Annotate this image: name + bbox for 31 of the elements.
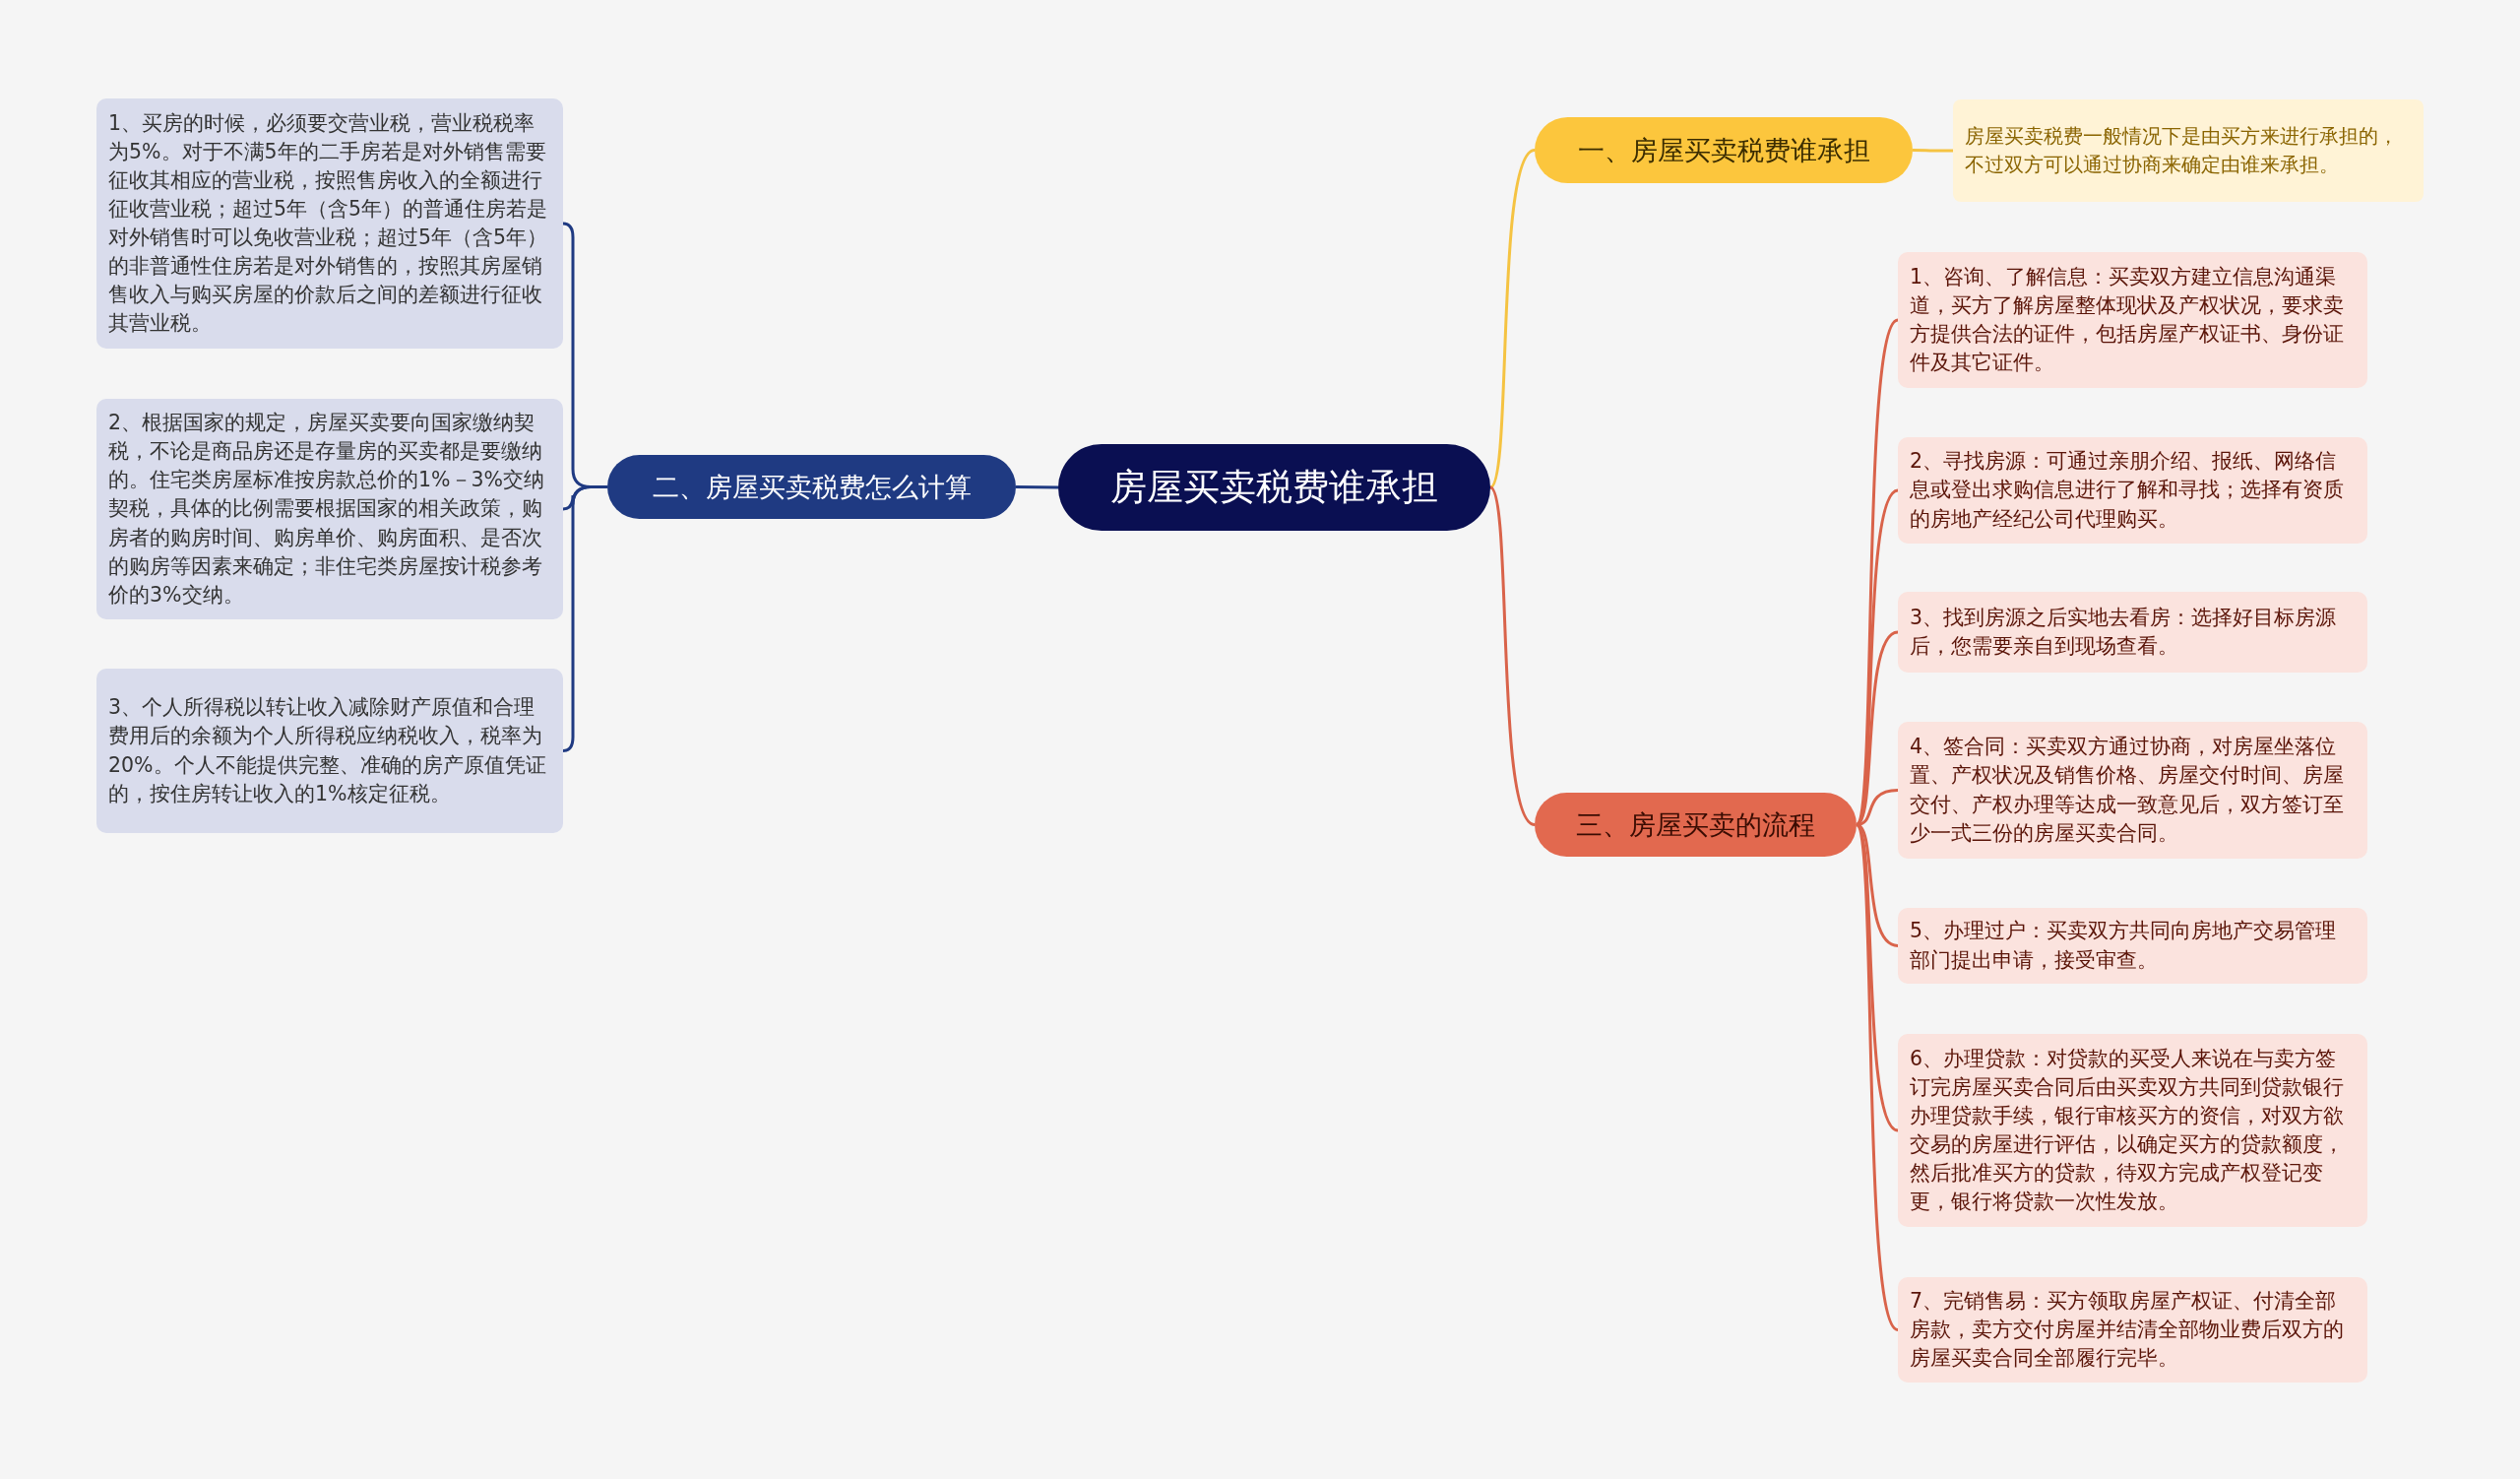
topic-text: 一、房屋买卖税费谁承担 xyxy=(1577,133,1870,167)
note-text: 5、办理过户：买卖双方共同向房地产交易管理部门提出申请，接受审查。 xyxy=(1910,918,2338,974)
note-card xyxy=(1898,908,2367,984)
topic-text: 房屋买卖税费谁承担 xyxy=(1110,465,1438,510)
note-card xyxy=(1953,99,2424,202)
note-text: 2、根据国家的规定，房屋买卖要向国家缴纳契税，不论是商品房还是存量房的买卖都是要缴纳的。住宅类房屋标准按房款总价的1%－3%交纳契税，具体的比例需要根据国家的相关政策，购房者的购房时间、购房单价、购房面积、是否次的购房等因素来确定；非住宅类房屋按计税参考价的3%交纳。 xyxy=(108,410,546,609)
note-card xyxy=(96,669,563,833)
connector-line xyxy=(1913,149,1953,153)
note-text: 6、办理贷款：对贷款的买受人来说在与卖方签订完房屋买卖合同后由买卖双方共同到贷款银行办理贷款手续，银行审核买方的资信，对双方欲交易的房屋进行评估，以确定买方的贷款额度，然后批准买方的贷款，待双方完成产权登记变更，银行将贷款一次性发放。 xyxy=(1910,1045,2345,1216)
connector-line xyxy=(562,485,607,752)
note-card xyxy=(1898,252,2367,388)
topic-text: 三、房屋买卖的流程 xyxy=(1576,807,1815,842)
note-text: 4、签合同：买卖双方通过协商，对房屋坐落位置、产权状况及销售价格、房屋交付时间、房屋交付、产权办理等达成一致意见后，双方签订至少一式三份的房屋买卖合同。 xyxy=(1910,734,2345,847)
note-text: 3、找到房源之后实地去看房：选择好目标房源后，您需要亲自到现场查看。 xyxy=(1910,604,2338,660)
note-card xyxy=(96,399,563,619)
note-card xyxy=(1898,1034,2367,1227)
connector-line xyxy=(1016,485,1058,489)
note-card xyxy=(1898,1277,2367,1383)
note-card xyxy=(1898,437,2367,544)
topic-text: 二、房屋买卖税费怎么计算 xyxy=(652,470,972,504)
note-text: 3、个人所得税以转让收入减除财产原值和合理费用后的余额为个人所得税应纳税收入，税率为20%。个人不能提供完整、准确的房产原值凭证的，按住房转让收入的1%核定征税。 xyxy=(108,694,547,807)
note-text: 7、完销售易：买方领取房屋产权证、付清全部房款，卖方交付房屋并结清全部物业费后双方的房屋买卖合同全部履行完毕。 xyxy=(1910,1287,2345,1373)
connector-line xyxy=(1488,149,1536,488)
note-text: 1、咨询、了解信息：买卖双方建立信息沟通渠道，买方了解房屋整体现状及产权状况，要求卖方提供合法的证件，包括房屋产权证书、身份证件及其它证件。 xyxy=(1910,263,2345,377)
note-card xyxy=(1898,592,2367,673)
note-text: 房屋买卖税费一般情况下是由买方来进行承担的，不过双方可以通过协商来确定由谁来承担。 xyxy=(1965,123,2399,178)
note-text: 1、买房的时候，必须要交营业税，营业税税率为5%。对于不满5年的二手房若是对外销售需要征收其相应的营业税，按照售房收入的全额进行征收营业税；超过5年（含5年）的普通住房若是对外销售时可以免收营业税；超过5年（含5年）的非普通性住房若是对外销售的，按照其房屋销售收入与购买房屋的价款后之间的差额进行征收其营业税。 xyxy=(108,109,549,338)
connector-line xyxy=(1855,823,1900,1331)
connector-line xyxy=(1488,486,1536,826)
note-text: 2、寻找房源：可通过亲朋介绍、报纸、网络信息或登出求购信息进行了解和寻找；选择有资质的房地产经纪公司代理购买。 xyxy=(1910,448,2345,533)
note-card xyxy=(1898,722,2367,859)
